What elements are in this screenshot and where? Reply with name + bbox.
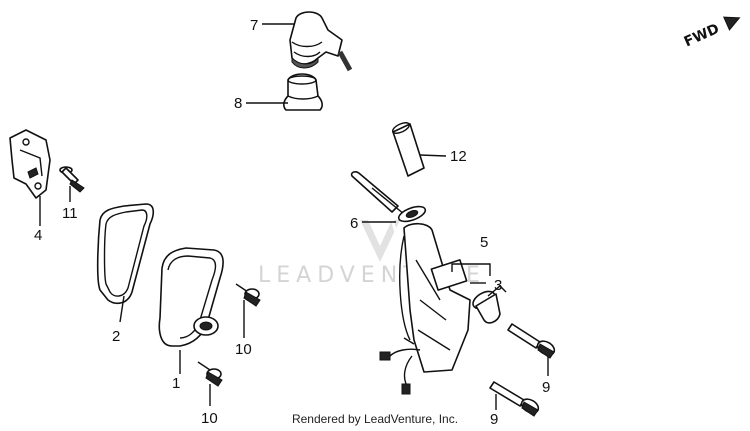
part-long-bolt-upper (507, 323, 556, 359)
coil-wires (379, 337, 421, 395)
callout-11: 11 (62, 205, 78, 222)
part-condenser (472, 285, 507, 324)
callout-2: 2 (112, 328, 120, 345)
callout-8: 8 (234, 95, 242, 112)
part-sleeve (391, 122, 425, 177)
part-gasket (96, 203, 155, 305)
part-ignition-lead (337, 50, 406, 256)
callout-9-upper: 9 (542, 379, 550, 396)
callout-4: 4 (34, 227, 42, 244)
callout-10-upper: 10 (235, 341, 252, 358)
callout-7: 7 (250, 17, 258, 34)
part-bolt-small (59, 166, 85, 193)
fwd-label: FWD (682, 21, 722, 51)
callout-1: 1 (172, 375, 180, 392)
part-boot (283, 73, 323, 111)
arrow-icon (722, 16, 741, 31)
callout-labels: 1 2 3 4 5 6 7 8 9 9 10 10 11 12 (34, 17, 550, 428)
callout-9-lower: 9 (490, 411, 498, 428)
leader-lines (39, 23, 549, 410)
part-spark-plug-cap (289, 11, 343, 69)
part-ignition-coil (399, 222, 471, 373)
part-bolt-lower (197, 361, 223, 387)
callout-5: 5 (480, 234, 488, 251)
callout-12: 12 (450, 148, 467, 165)
part-clamp (350, 171, 427, 223)
forward-direction-arrow: FWD (682, 16, 741, 51)
callout-6: 6 (350, 215, 358, 232)
part-cover (158, 247, 224, 347)
part-bolt-upper (235, 283, 261, 307)
callout-10-lower: 10 (201, 410, 218, 427)
part-bracket (9, 129, 51, 199)
part-long-bolt-lower (489, 381, 540, 417)
callout-3: 3 (494, 277, 502, 294)
credit-line: Rendered by LeadVenture, Inc. (291, 412, 459, 426)
